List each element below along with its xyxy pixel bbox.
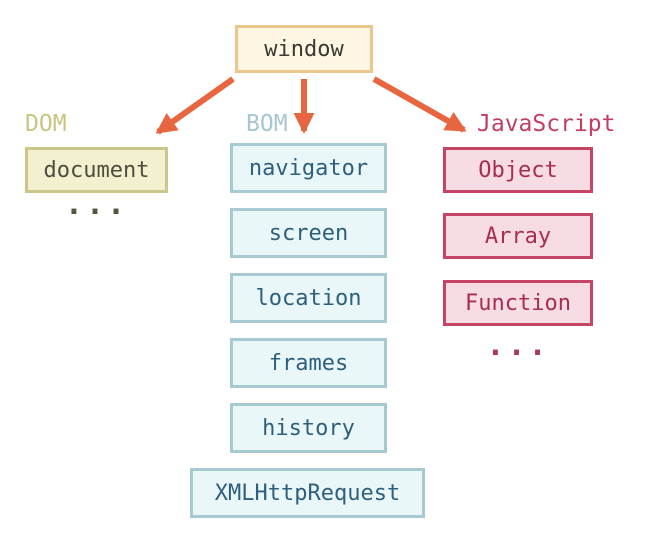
xmlhttprequest-node: XMLHttpRequest: [190, 468, 425, 518]
history-node: history: [230, 403, 387, 453]
dom-ellipsis: ...: [64, 187, 129, 222]
screen-node: screen: [230, 208, 387, 258]
bom-column-label: BOM: [246, 111, 288, 137]
window-node: window: [235, 25, 373, 73]
javascript-ellipsis: ...: [486, 328, 550, 363]
arrow-to-javascript: [372, 76, 467, 133]
navigator-node: navigator: [230, 143, 387, 193]
dom-column-label: DOM: [25, 111, 67, 137]
array-node: Array: [443, 213, 593, 259]
function-node: Function: [443, 280, 593, 326]
arrow-to-dom: [155, 76, 235, 135]
frames-node: frames: [230, 338, 387, 388]
document-node: document: [25, 147, 168, 193]
javascript-column-label: JavaScript: [477, 111, 616, 137]
location-node: location: [230, 273, 387, 323]
object-node: Object: [443, 147, 593, 193]
